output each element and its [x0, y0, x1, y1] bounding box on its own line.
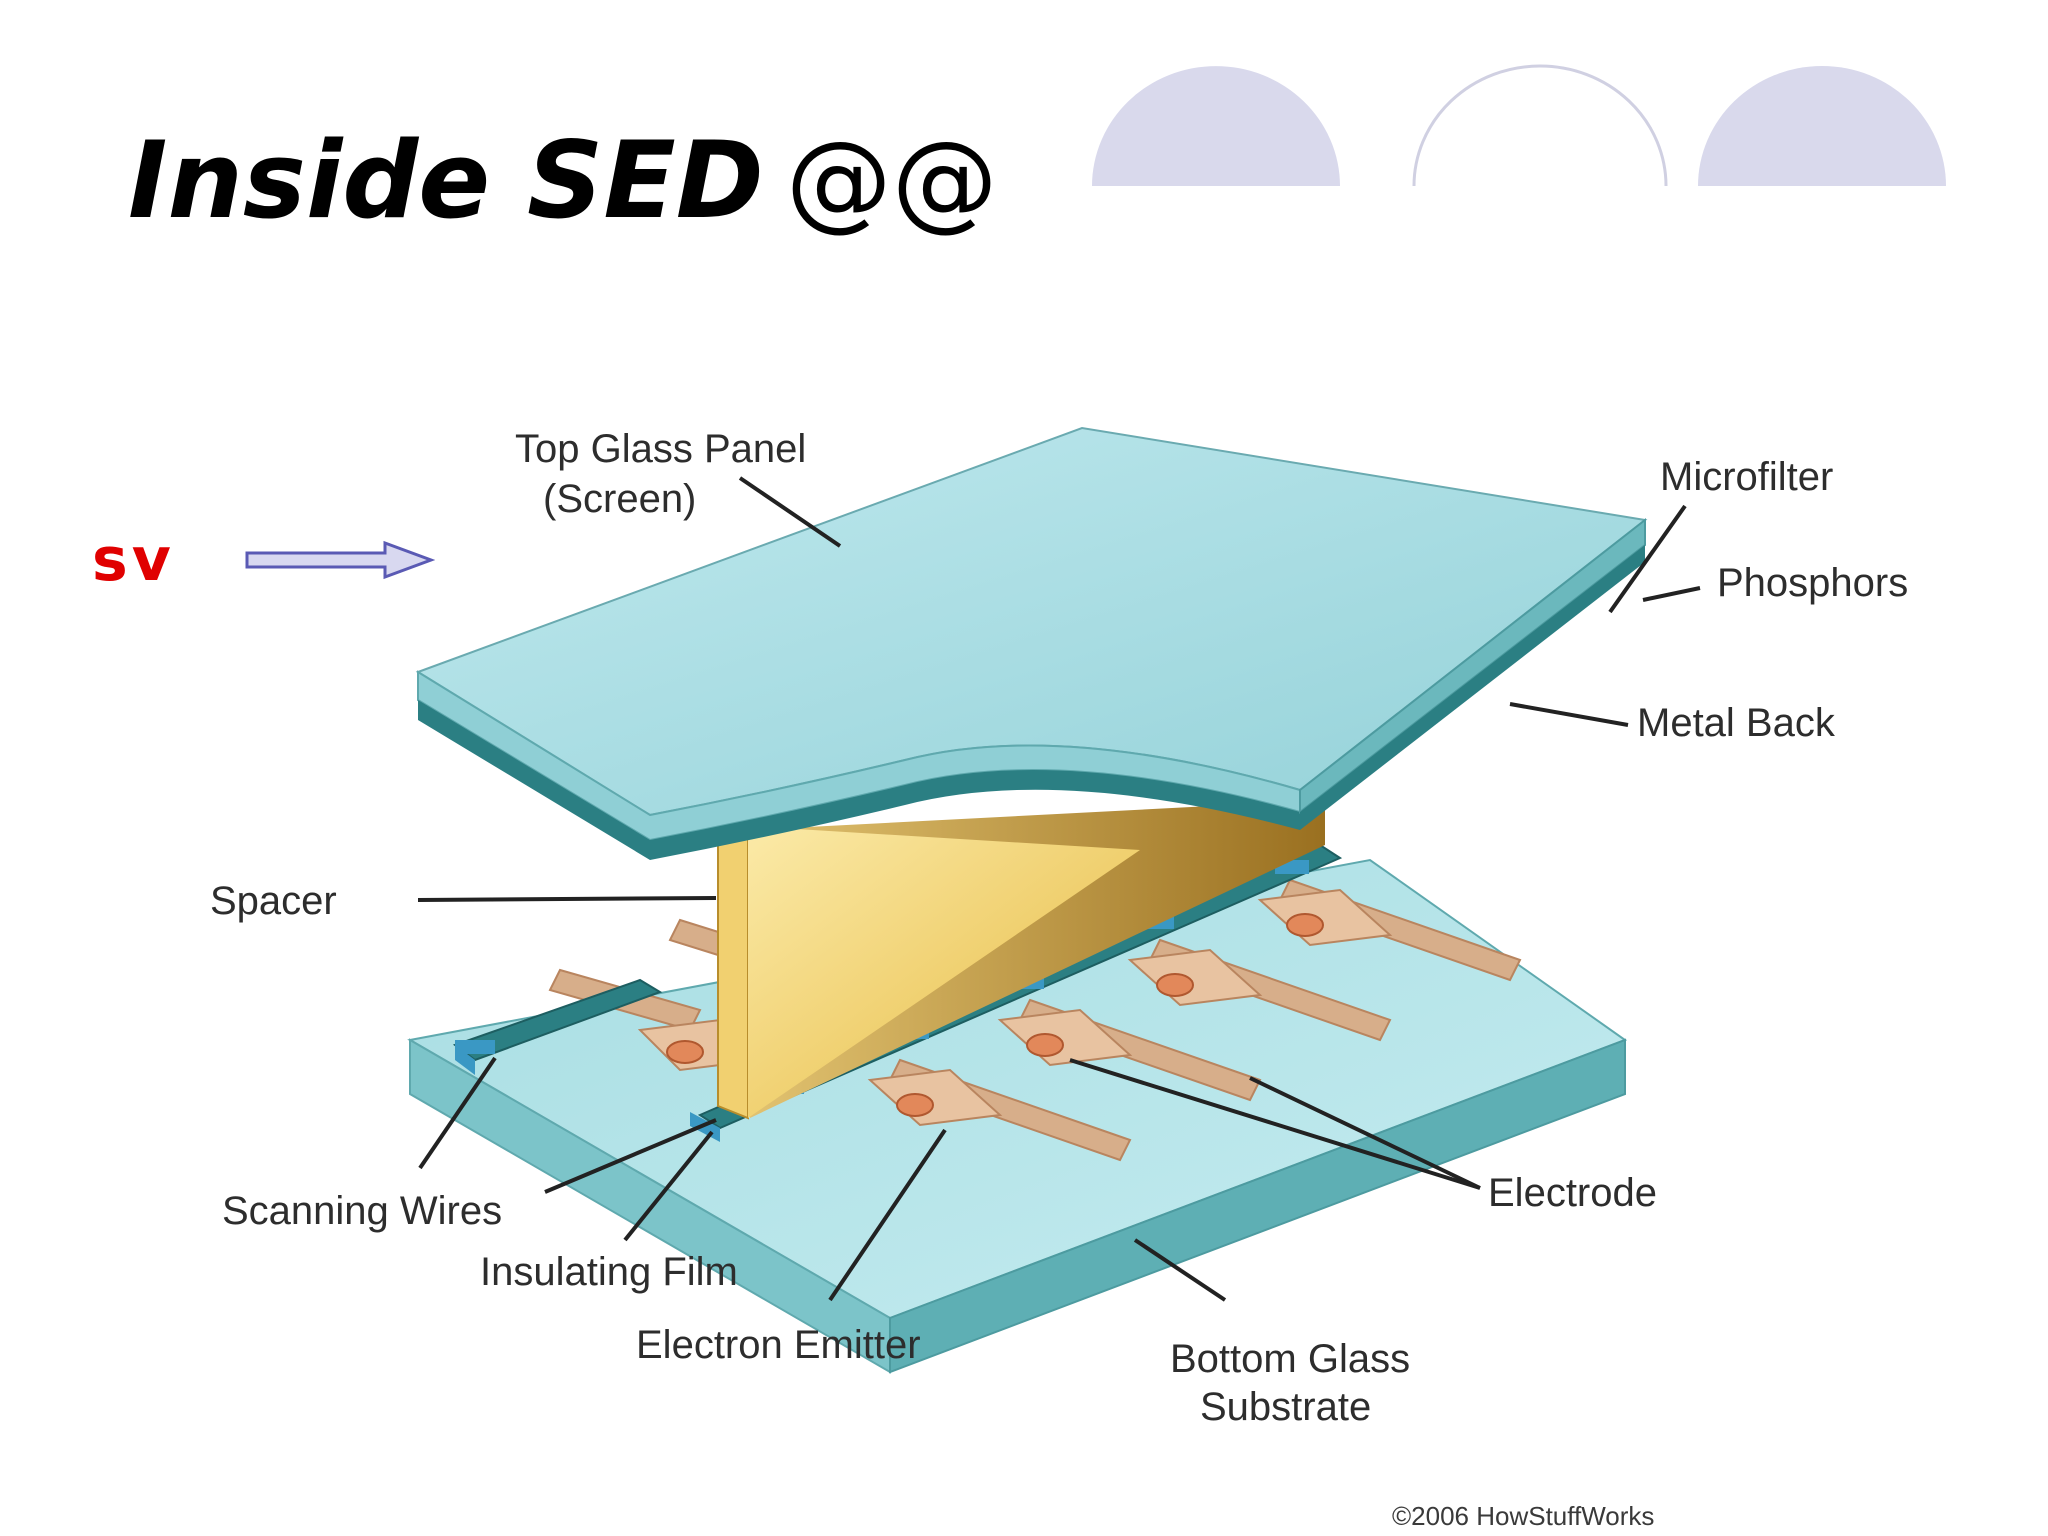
side-label-sv: sv [92, 525, 175, 595]
label-electrode: Electrode [1488, 1171, 1657, 1215]
label-insulating-film: Insulating Film [480, 1250, 738, 1294]
decor-circle-middle [1412, 64, 1668, 187]
label-phosphors: Phosphors [1717, 561, 1908, 605]
decorative-circles [1092, 64, 1946, 187]
slide-title-suffix: @@ [785, 119, 998, 242]
spacer [717, 800, 1325, 1120]
credit-text: ©2006 HowStuffWorks [1392, 1501, 1654, 1531]
label-spacer: Spacer [210, 879, 337, 923]
label-electron-emitter: Electron Emitter [636, 1323, 921, 1367]
right-arrow-icon [245, 540, 435, 580]
slide-title: Inside SED@@ [128, 128, 998, 234]
label-metal-back: Metal Back [1637, 701, 1836, 745]
label-scanning-wires: Scanning Wires [222, 1189, 502, 1233]
label-bottom-glass-substrate: Substrate [1200, 1385, 1371, 1429]
label-top-glass-panel: Top Glass Panel [515, 427, 806, 471]
slide-title-text: Inside SED [128, 119, 764, 242]
top-glass-panel [415, 426, 1648, 860]
decor-circle-left [1092, 66, 1340, 186]
decor-circle-right [1698, 66, 1946, 186]
label-top-glass-screen: (Screen) [543, 477, 696, 521]
label-bottom-glass: Bottom Glass [1170, 1337, 1410, 1381]
leader-lines [417, 476, 1701, 1302]
label-microfilter: Microfilter [1660, 455, 1833, 499]
